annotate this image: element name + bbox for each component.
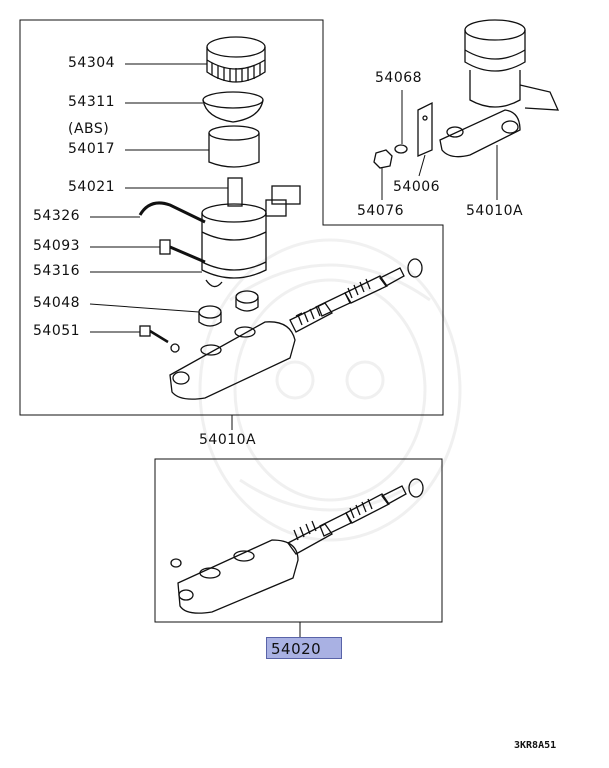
callout-abs: (ABS): [68, 121, 110, 137]
watermark-emblem: [198, 238, 462, 542]
callout-54010a-side: 54010A: [466, 203, 524, 219]
abs-sleeve-icon: [208, 125, 260, 168]
master-cylinder-54020-icon: [170, 539, 299, 614]
reservoir-cap-icon: [206, 36, 266, 83]
sensor-plug-icon: [227, 177, 243, 207]
callout-54017: 54017: [68, 141, 116, 157]
callout-54068: 54068: [375, 70, 423, 86]
callout-54076: 54076: [357, 203, 405, 219]
leader-54048: [89, 303, 200, 313]
callout-54311: 54311: [68, 94, 116, 110]
callout-54316: 54316: [33, 263, 81, 279]
callout-54326: 54326: [33, 208, 81, 224]
highlighted-part-54020[interactable]: 54020: [266, 637, 342, 659]
leader-54006: [418, 154, 426, 177]
washer-icon: [394, 144, 408, 154]
nut-icon: [373, 149, 393, 169]
callout-54020: 54020: [271, 640, 322, 658]
grommet-icon: [198, 290, 259, 327]
master-cylinder-body-icon: [169, 321, 296, 400]
strainer-icon: [202, 91, 264, 123]
callout-54010a-main: 54010A: [199, 432, 257, 448]
bracket-icon: [417, 101, 433, 157]
piston-kit-54020-icon: [287, 478, 424, 555]
callout-54048: 54048: [33, 295, 81, 311]
bolt-icon: [159, 239, 206, 264]
assembly-frame-54010a: [19, 19, 444, 416]
callout-54006: 54006: [393, 179, 441, 195]
diagram-code: 3KR8A51: [514, 740, 557, 751]
reservoir-icon: [201, 203, 267, 288]
side-master-cylinder-icon: [439, 109, 521, 158]
assembly-frame-54020: [154, 458, 443, 623]
hose-icon: [138, 201, 206, 224]
connector-icon: [265, 185, 301, 217]
side-reservoir-icon: [464, 19, 560, 111]
piston-kit-icon: [289, 258, 423, 333]
callout-54093: 54093: [33, 238, 81, 254]
callout-54051: 54051: [33, 323, 81, 339]
callout-54304: 54304: [68, 55, 116, 71]
bleeder-screw-icon: [139, 325, 180, 353]
callout-54021: 54021: [68, 179, 116, 195]
